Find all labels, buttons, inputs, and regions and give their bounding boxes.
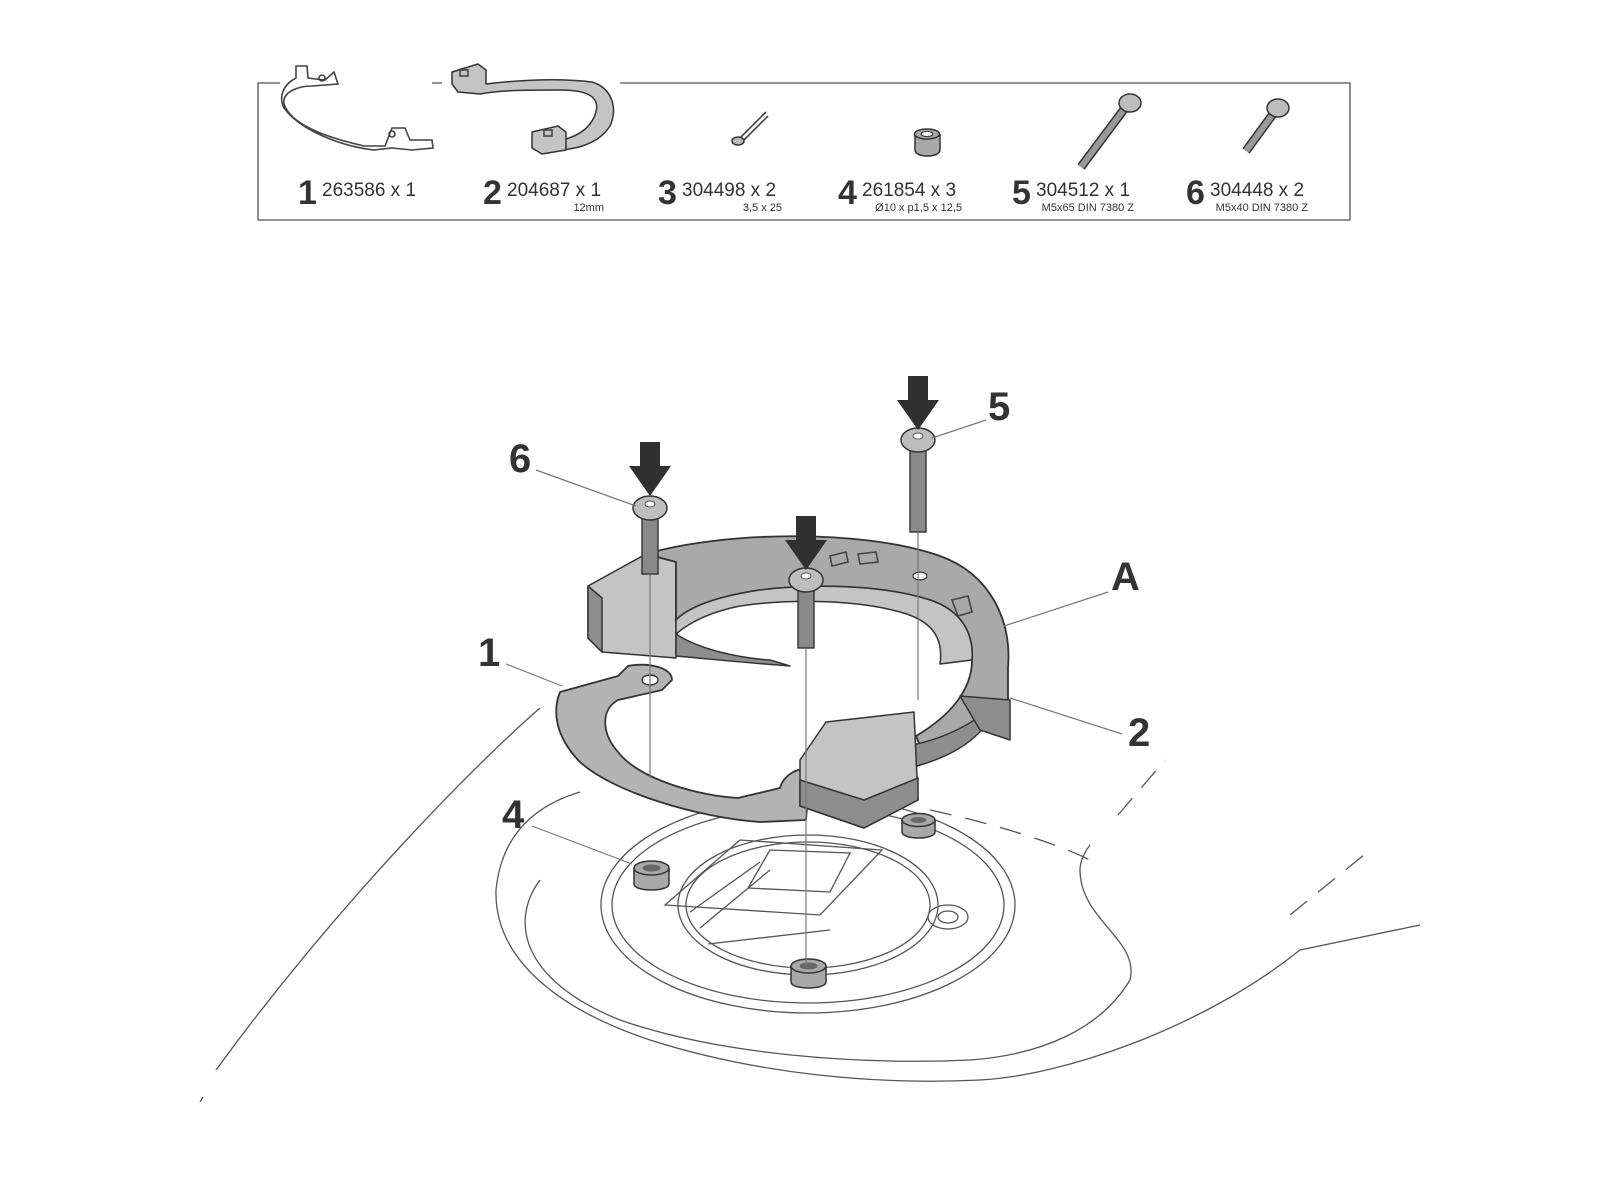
callout-6: 6 [509,437,637,507]
panel-border [257,82,1351,221]
svg-text:6: 6 [1186,174,1205,212]
svg-text:2: 2 [1128,711,1150,755]
svg-text:5: 5 [988,385,1010,429]
part-2-thumbnail [451,63,615,155]
svg-text:4: 4 [502,793,525,837]
svg-text:4: 4 [838,174,857,212]
svg-text:M5x65 DIN 7380 Z: M5x65 DIN 7380 Z [1042,202,1135,214]
part-3-thumbnail [731,111,769,146]
part-label-3: 3 304498 x 2 3,5 x 25 [658,174,782,214]
part-label-4: 4 261854 x 3 Ø10 x p1,5 x 12,5 [838,174,962,214]
callout-2: 2 [1009,697,1150,755]
spacer-left [633,860,670,891]
svg-text:5: 5 [1012,174,1031,212]
part-4-thumbnail [913,128,941,157]
alignment-lines [649,532,919,968]
svg-text:1: 1 [478,631,500,675]
part-1-thumbnail [280,65,434,151]
down-arrow-middle [785,516,827,570]
down-arrow-right [897,376,939,430]
svg-text:304512 x 1: 304512 x 1 [1036,180,1130,201]
spacer-front [790,958,827,989]
callout-5: 5 [931,385,1010,439]
part-6-thumbnail [1242,98,1290,154]
tank-ring [587,535,1011,829]
svg-text:M5x40 DIN 7380 Z: M5x40 DIN 7380 Z [1216,202,1309,214]
svg-text:1: 1 [298,174,317,212]
part-5-thumbnail [1077,93,1142,170]
svg-text:6: 6 [509,437,531,481]
part-label-6: 6 304448 x 2 M5x40 DIN 7380 Z [1186,174,1308,214]
svg-text:3: 3 [658,174,677,212]
part-label-2: 2 204687 x 1 12mm [483,174,604,214]
down-arrow-left [629,442,671,496]
callout-A: A [1003,555,1140,627]
svg-text:12mm: 12mm [573,202,604,214]
svg-text:A: A [1111,555,1140,599]
parts-list-panel: 1 263586 x 1 2 204687 x 1 12mm 3 304498 … [257,63,1351,221]
callout-4: 4 [502,793,633,865]
svg-text:3,5 x 25: 3,5 x 25 [743,202,782,214]
svg-text:Ø10 x p1,5 x 12,5: Ø10 x p1,5 x 12,5 [875,202,962,214]
spacer-right [901,812,936,839]
svg-text:204687 x 1: 204687 x 1 [507,180,601,201]
svg-text:304498 x 2: 304498 x 2 [682,180,776,201]
callout-1: 1 [478,631,563,687]
bolt-5 [900,427,936,533]
svg-text:2: 2 [483,174,502,212]
bolt-6-middle [788,567,824,649]
part-label-1: 1 263586 x 1 [298,174,416,212]
mounting-plate [555,663,811,823]
svg-text:261854 x 3: 261854 x 3 [862,180,956,201]
svg-text:263586 x 1: 263586 x 1 [322,180,416,201]
svg-text:304448 x 2: 304448 x 2 [1210,180,1304,201]
part-label-5: 5 304512 x 1 M5x65 DIN 7380 Z [1012,174,1134,214]
